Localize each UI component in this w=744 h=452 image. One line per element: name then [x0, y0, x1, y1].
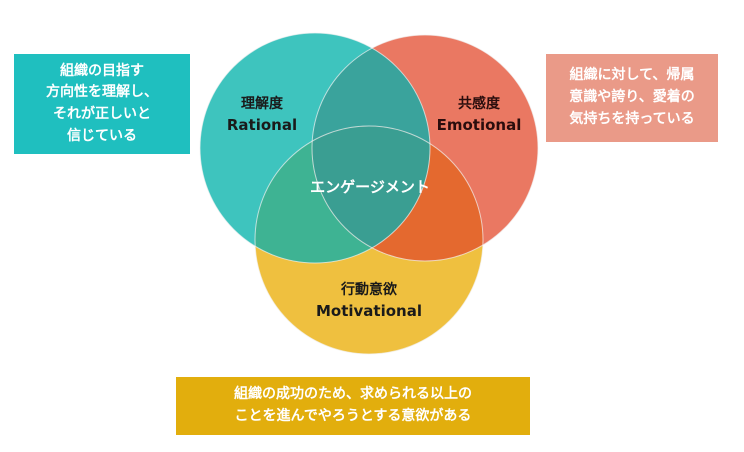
motivational-title-en: Motivational	[316, 302, 422, 320]
emotional-title-ja: 共感度	[458, 95, 501, 112]
emotional-title-en: Emotional	[437, 116, 522, 134]
engagement-label: エンゲージメント	[310, 178, 430, 196]
motivational-description-box: 組織の成功のため、求められる以上の ことを進んでやろうとする意欲がある	[176, 377, 530, 435]
rational-title-en: Rational	[227, 116, 297, 134]
rational-description: 組織の目指す 方向性を理解し、 それが正しいと 信じている	[46, 62, 158, 144]
motivational-title-ja: 行動意欲	[340, 281, 397, 298]
rational-description-box: 組織の目指す 方向性を理解し、 それが正しいと 信じている	[14, 54, 190, 154]
emotional-description: 組織に対して、帰属 意識や誇り、愛着の 気持ちを持っている	[569, 67, 695, 127]
emotional-description-box: 組織に対して、帰属 意識や誇り、愛着の 気持ちを持っている	[546, 54, 718, 142]
rational-title-ja: 理解度	[241, 95, 284, 112]
motivational-description: 組織の成功のため、求められる以上の ことを進んでやろうとする意欲がある	[234, 386, 472, 424]
